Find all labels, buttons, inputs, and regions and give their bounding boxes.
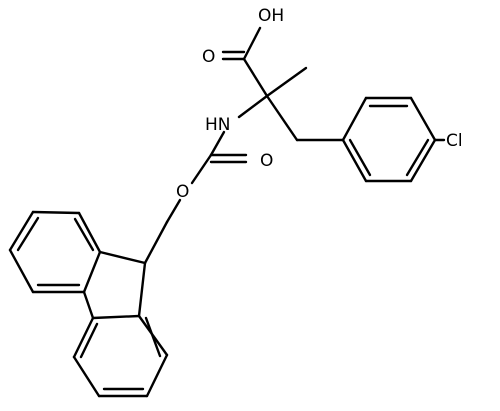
bond-ch2-c9 (143, 220, 169, 265)
fluorene-upper-ring (8, 210, 102, 294)
bond-c1-o-carbonyl-double (221, 50, 246, 61)
bond-o-ch2 (165, 198, 182, 224)
bond-nh-ccarbamate (209, 130, 226, 157)
chlorophenyl-ring (341, 96, 437, 183)
atom-label-amine: HN (205, 115, 231, 135)
bond-ccarbamate-o-ester (190, 153, 213, 185)
atom-label-carbonyl-oxygen-carbamate: O (260, 151, 273, 171)
bond-calpha-methyl (265, 66, 308, 98)
atom-label-hydroxyl: OH (258, 6, 284, 26)
fluorene-five-ring (82, 250, 147, 320)
fluorene-lower-ring (72, 314, 169, 398)
atom-label-carbonyl-oxygen-acid: O (202, 47, 215, 67)
bond-ccarbamate-o-double (209, 153, 248, 164)
bond-calpha-ch2 (265, 94, 299, 142)
atom-label-ester-oxygen: O (176, 182, 189, 202)
bond-calpha-nh (237, 94, 269, 119)
bond-c1-o-hydroxyl (242, 26, 262, 61)
bond-c1-calpha (242, 57, 269, 98)
atom-label-chlorine: Cl (446, 131, 463, 151)
